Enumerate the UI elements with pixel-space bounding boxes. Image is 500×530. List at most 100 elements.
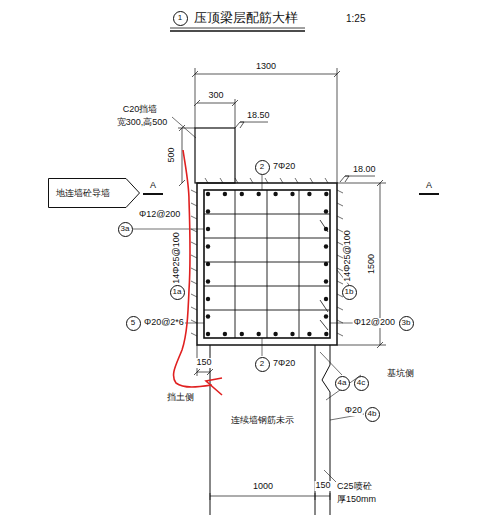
dimension-text: 500 [167,146,177,163]
capping-beam [197,183,337,345]
dimension-lines-part [337,345,386,346]
annotation: 1000 [252,482,274,492]
dowel-ticks-part [280,178,283,183]
rebar-dots-part [273,332,277,336]
callout-number: 1b [342,285,357,300]
annotation: C25喷砼 [336,482,373,492]
dowel-ticks-part [265,178,268,183]
leader-lines [133,117,364,482]
callout-text: 3a [121,225,130,233]
callout-text: 4a [338,379,347,387]
elevation-marks-part [340,176,349,182]
rebar-dots-part [206,279,210,283]
annotation: Φ12@200 [353,318,396,328]
callout-number: 4b [365,407,380,422]
dimension-lines-part [192,71,198,77]
callout-number: 1a [170,285,185,300]
diaphragm-wall-part [210,345,211,515]
drawing-title: 压顶梁层配筋大样 [193,11,299,25]
dowel-ticks-part [191,268,197,271]
dowel-ticks-part [235,178,238,183]
red-markup-curve-part [206,378,222,395]
callout-text: 4c [357,379,365,387]
dimension-lines-part [210,496,330,497]
dowel-ticks-part [191,242,197,245]
rebar-dots-part [307,192,311,196]
rebar-cage-part [204,214,330,215]
rebar-cage-part [204,310,330,311]
annotation: 18.00 [352,165,377,175]
dimension-lines-part [337,68,338,183]
callout-text: 4b [368,410,377,418]
rebar-dots-part [290,332,294,336]
dowel-ticks-part [310,178,313,183]
dimension-lines-part [377,180,383,186]
rebar-dots-part [240,332,244,336]
rebar-dots-part [257,332,261,336]
annotation: 挡土侧 [166,393,195,403]
rebar-cage-part [299,190,300,338]
leader-lines-part [133,229,204,230]
annotation: 300 [207,91,224,101]
annotation: 1:25 [345,13,366,24]
callout-number: 5 [126,316,141,331]
callout-number: 1 [173,11,188,26]
dimension-lines-part [182,128,183,183]
tag-shape [49,179,140,208]
rebar-dots-part [290,192,294,196]
rebar-dots [206,192,329,336]
rebar-dots-part [206,244,210,248]
rebar-dots-part [307,332,311,336]
callout-number: 2 [255,160,270,175]
callout-text: 5 [131,319,135,327]
rebar-cage-part [204,238,330,239]
dowel-ticks-part [191,333,197,336]
rebar-dots-part [324,279,328,283]
dimension-lines-part [195,74,337,75]
dowel-ticks-part [191,203,197,206]
dowel-ticks-part [337,190,343,193]
dimension-lines-part [178,128,195,129]
leader-lines-part [262,175,263,190]
dowel-ticks-part [191,307,197,310]
annotation: 150 [314,481,331,491]
rebar-dots-part [257,192,261,196]
dimension-lines-part [232,100,238,106]
rebar-cage-part [204,190,330,338]
rebar-dots-part [223,192,227,196]
dimension-lines-part [195,68,196,128]
dowel-ticks-part [337,333,343,336]
dimension-lines-part [334,71,340,77]
callout-number: 4a [335,376,350,391]
callout-text: 3b [402,319,411,327]
title-underline-part [170,28,305,29]
callout-text: 1b [345,288,354,296]
callout-text: 1a [173,288,182,296]
dowel-ticks-part [337,203,343,206]
rebar-dots-part [206,192,210,196]
rebar-dots-part [206,332,210,336]
tag-text: 地连墙砼导墙 [56,187,110,200]
c20-retaining-wall-part [195,128,235,183]
dowel-ticks-part [191,281,197,284]
title-underline [170,28,305,31]
dimension-text: 1500 [367,253,377,275]
dowel-ticks-part [250,178,253,183]
rebar-cage-part [204,286,330,287]
dowel-ticks-part [325,178,328,183]
rebar-dots-part [206,227,210,231]
dowel-ticks-part [191,229,197,232]
annotation: 18.50 [246,111,271,121]
rebar-dots-part [206,209,210,213]
annotation: 1300 [255,62,277,72]
callout-number: 3b [399,316,414,331]
rebar-cage-part [204,262,330,263]
elevation-marks-part [235,122,244,128]
annotation: A [149,181,157,191]
dowel-ticks-part [191,320,197,323]
guide-wall-tag: 地连墙砼导墙 [48,178,140,208]
rebar-dots-part [273,192,277,196]
rebar-dots-part [324,227,328,231]
annotation: 连续墙钢筋未示 [230,416,295,426]
callout-number: 3a [118,222,133,237]
